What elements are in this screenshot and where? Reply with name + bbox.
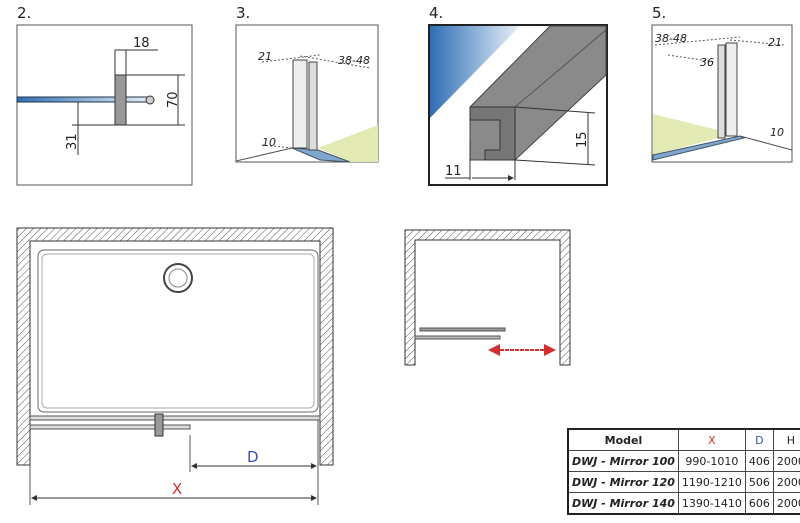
cell-x: 1390-1410 <box>677 492 746 515</box>
dim-text: 10 <box>262 136 276 149</box>
dim-text: 21 <box>258 50 272 63</box>
table-row: DWJ - Mirror 140 1390-1410 606 2000 <box>567 492 800 515</box>
dim-text: 10 <box>770 126 784 139</box>
dim-text: 31 <box>65 133 80 150</box>
header-model: Model <box>567 428 679 451</box>
cell-h: 2000 <box>772 492 800 515</box>
cell-h: 2000 <box>772 450 800 472</box>
dim-text: 38-48 <box>655 32 687 45</box>
table-row: DWJ - Mirror 120 1190-1210 506 2000 <box>567 471 800 493</box>
panel-number: 5. <box>652 4 666 22</box>
cell-x: 1190-1210 <box>677 471 746 493</box>
cell-model: DWJ - Mirror 120 <box>567 471 679 493</box>
dim-text: 38-48 <box>338 54 370 67</box>
cell-x: 990-1010 <box>677 450 746 472</box>
cell-h: 2000 <box>772 471 800 493</box>
detail-panel-2: 2. 18 70 31 <box>16 4 193 186</box>
cell-d: 406 <box>744 450 774 472</box>
dim-text: 70 <box>166 91 181 108</box>
dimensions-table: Model X D H DWJ - Mirror 100 990-1010 40… <box>567 428 800 515</box>
dim-text: 21 <box>768 36 782 49</box>
panel-number: 2. <box>17 4 31 22</box>
dim-text: 11 <box>445 164 462 179</box>
dimension-x-label: X <box>172 480 182 498</box>
dimension-d-label: D <box>247 448 259 466</box>
header-d: D <box>744 428 774 451</box>
drain-icon <box>163 263 193 293</box>
cell-d: 606 <box>744 492 774 515</box>
dim-text: 36 <box>700 56 714 69</box>
detail-panel-5: 5. 38-48 21 36 10 <box>651 4 793 163</box>
cell-model: DWJ - Mirror 100 <box>567 450 679 472</box>
table-header-row: Model X D H <box>567 428 800 451</box>
detail-panel-4: 4. 11 15 <box>428 4 608 186</box>
detail-panel-3: 3. 21 38-48 10 <box>235 4 379 163</box>
dim-text: 18 <box>133 36 150 51</box>
cell-model: DWJ - Mirror 140 <box>567 492 679 515</box>
door-opening-plan <box>404 229 571 366</box>
table-row: DWJ - Mirror 100 990-1010 406 2000 <box>567 450 800 472</box>
floor-plan-top-view: D X <box>16 227 334 505</box>
dim-text: 15 <box>575 131 590 148</box>
header-x: X <box>677 428 746 451</box>
header-h: H <box>772 428 800 451</box>
panel-number: 4. <box>429 4 443 22</box>
cell-d: 506 <box>744 471 774 493</box>
panel-number: 3. <box>236 4 250 22</box>
